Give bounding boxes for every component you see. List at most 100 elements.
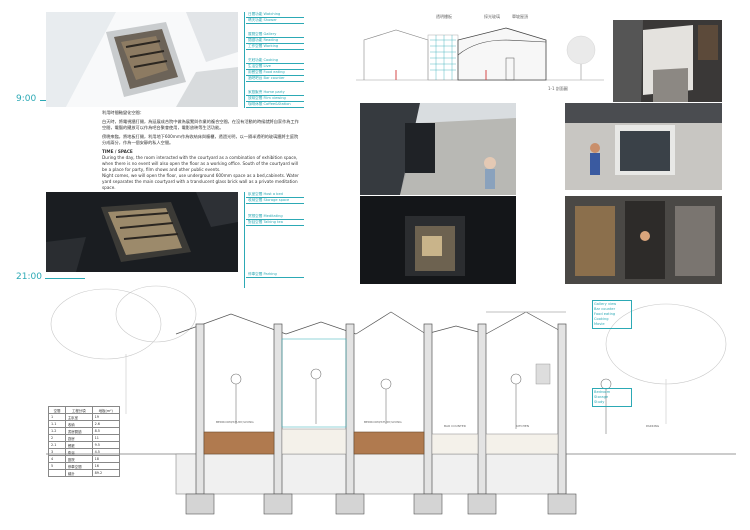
legend-cell: 11 — [91, 434, 121, 442]
photo-courtyard-night — [360, 196, 516, 284]
morning-callout-line — [244, 12, 245, 108]
legend-cell: 書房閱讀 — [64, 427, 93, 435]
callout-item: 烹飪功能 Cooking — [246, 58, 304, 64]
callout-item: 收納空間 Storage space — [246, 198, 304, 204]
callout-item: 放映空間 Film viewing — [246, 96, 304, 102]
legend-cell: 18 — [91, 455, 121, 463]
morning-plan-drawing — [46, 12, 238, 107]
callout-item: 閱讀功能 Reading — [246, 38, 304, 44]
text-cn-1: 利用時間軸變化空間： — [102, 110, 144, 115]
callout-item: 家庭聚會 Home party — [246, 90, 304, 96]
photo-graphic — [360, 196, 516, 284]
label-room4: KITCHEN — [516, 424, 529, 428]
legend-header: 空間 — [48, 406, 66, 414]
section-right-callouts: Gallery view Bar counter Food eating Coo… — [592, 300, 632, 329]
legend-header-row: 空間 工程分項 地板(m²) — [48, 406, 121, 414]
label-room2: BEDROOM/STUDY/LIVING — [364, 420, 402, 424]
callout-item: 酒吧吧台 Bar counter — [246, 76, 304, 82]
section-label-3: 單坡屋頂 — [512, 14, 528, 19]
callout-item: 冥想空間 Meditating — [246, 214, 304, 220]
callout-item: 日間功能 Watching — [246, 12, 304, 18]
callout-item: 展覽空間 Gallery — [246, 32, 304, 38]
callout-item: 生活空間 Live — [246, 64, 304, 70]
night-callout-line — [244, 192, 245, 288]
legend-cell: 庭院 — [64, 455, 93, 463]
callout-item: Storage — [594, 395, 609, 399]
text-cn-2: 白天時，將電視牆打開，為延展成合院中做為展覽與作業的複合空間，在沒有活動的時候就… — [102, 119, 299, 130]
legend-cell: 停車空間 — [64, 462, 93, 470]
legend-cell: 廚房 — [64, 434, 93, 442]
morning-plan-render — [46, 12, 238, 107]
time-night: 21:00 — [16, 272, 42, 282]
label-outside: PARKING — [646, 424, 660, 428]
night-callouts-last: 停車空間 Parking — [246, 272, 304, 278]
callout-item: 對話空間 Talking tea — [246, 220, 304, 226]
callout-item: Bar counter — [594, 307, 616, 311]
night-plan-drawing — [46, 192, 238, 272]
text-en-2: Night comes, we will open the floor, use… — [102, 173, 299, 190]
photo-room-day — [565, 103, 722, 190]
photo-graphic — [565, 196, 722, 284]
legend-cell: 4.5 — [91, 448, 121, 456]
legend-cell: 89.2 — [91, 469, 121, 477]
section-label-2: 採光玻璃 — [484, 14, 500, 19]
section-caption: 1-1 剖面圖 — [548, 86, 568, 91]
time-morning: 9:00 — [16, 94, 37, 104]
section-right-callouts-2: Bedroom Storage Study — [592, 388, 632, 407]
legend-cell: 1.2 — [48, 427, 66, 435]
photo-graphic — [565, 103, 722, 190]
callout-item: Cooking — [594, 317, 609, 321]
text-en-1: During the day, the room interacted with… — [102, 155, 298, 172]
morning-callouts: 日間功能 Watching 晴天功能 Shower 展覽空間 Gallery 閱… — [246, 12, 304, 108]
callout-item: Food eating — [594, 312, 616, 316]
callout-item: 咖啡休憩 Coffee&Station — [246, 102, 304, 108]
legend-cell: 餐廳 — [64, 441, 93, 449]
legend-header: 地板(m²) — [91, 406, 121, 414]
legend-cell: 收納 — [64, 420, 93, 428]
callout-item: Study — [594, 400, 605, 404]
callout-item: Movie — [594, 322, 605, 326]
description-text: 利用時間軸變化空間： 白天時，將電視牆打開，為延展成合院中做為展覽與作業的複合空… — [102, 110, 302, 194]
text-cn-3: 傍晚來臨，將地板打開，利用地下600mm作為收納床與櫥櫃，透過光明，以一隔半透明… — [102, 134, 299, 145]
photo-courtyard-day — [360, 103, 516, 195]
callout-item: 臥室空間 Host a bed — [246, 192, 304, 198]
callout-item: Bedroom — [594, 390, 611, 394]
label-room1: BEDROOM/STUDY/LIVING — [216, 420, 254, 424]
time-night-rule — [45, 278, 85, 279]
label-room3: BAR COUNTER — [444, 424, 466, 428]
photo-room-night — [565, 196, 722, 284]
night-plan-render — [46, 192, 238, 272]
legend-cell: 3 — [48, 448, 66, 456]
legend-cell: 4 — [48, 455, 66, 463]
legend-cell — [48, 469, 66, 477]
legend-header: 工程分項 — [64, 406, 93, 414]
legend-cell: 8.5 — [91, 427, 121, 435]
callout-item: 用餐空間 Food eating — [246, 70, 304, 76]
callout-item: 晴天功能 Shower — [246, 18, 304, 24]
legend-cell: 9.5 — [91, 441, 121, 449]
legend-cell: 1 — [48, 413, 66, 421]
legend-cell: 主臥室 — [64, 413, 93, 421]
long-section-drawing: BEDROOM/STUDY/LIVING BEDROOM/STUDY/LIVIN… — [46, 284, 736, 524]
legend-cell: 1.1 — [48, 420, 66, 428]
legend-cell: 總計 — [64, 469, 93, 477]
callout-item: Gallery view — [594, 302, 617, 306]
night-callouts-bottom: 冥想空間 Meditating 對話空間 Talking tea — [246, 214, 304, 226]
legend-cell: 2.6 — [91, 420, 121, 428]
long-section-svg — [46, 285, 736, 515]
section-label-1: 透明樓板 — [436, 14, 452, 19]
legend-cell: 19 — [91, 413, 121, 421]
legend-cell: 2 — [48, 434, 66, 442]
callout-item: 工作空間 Working — [246, 44, 304, 50]
legend-cell: 衛浴 — [64, 448, 93, 456]
section-1-1-drawing: 透明樓板 採光玻璃 單坡屋頂 1-1 剖面圖 — [356, 10, 604, 96]
section-1-1-svg — [356, 27, 604, 81]
